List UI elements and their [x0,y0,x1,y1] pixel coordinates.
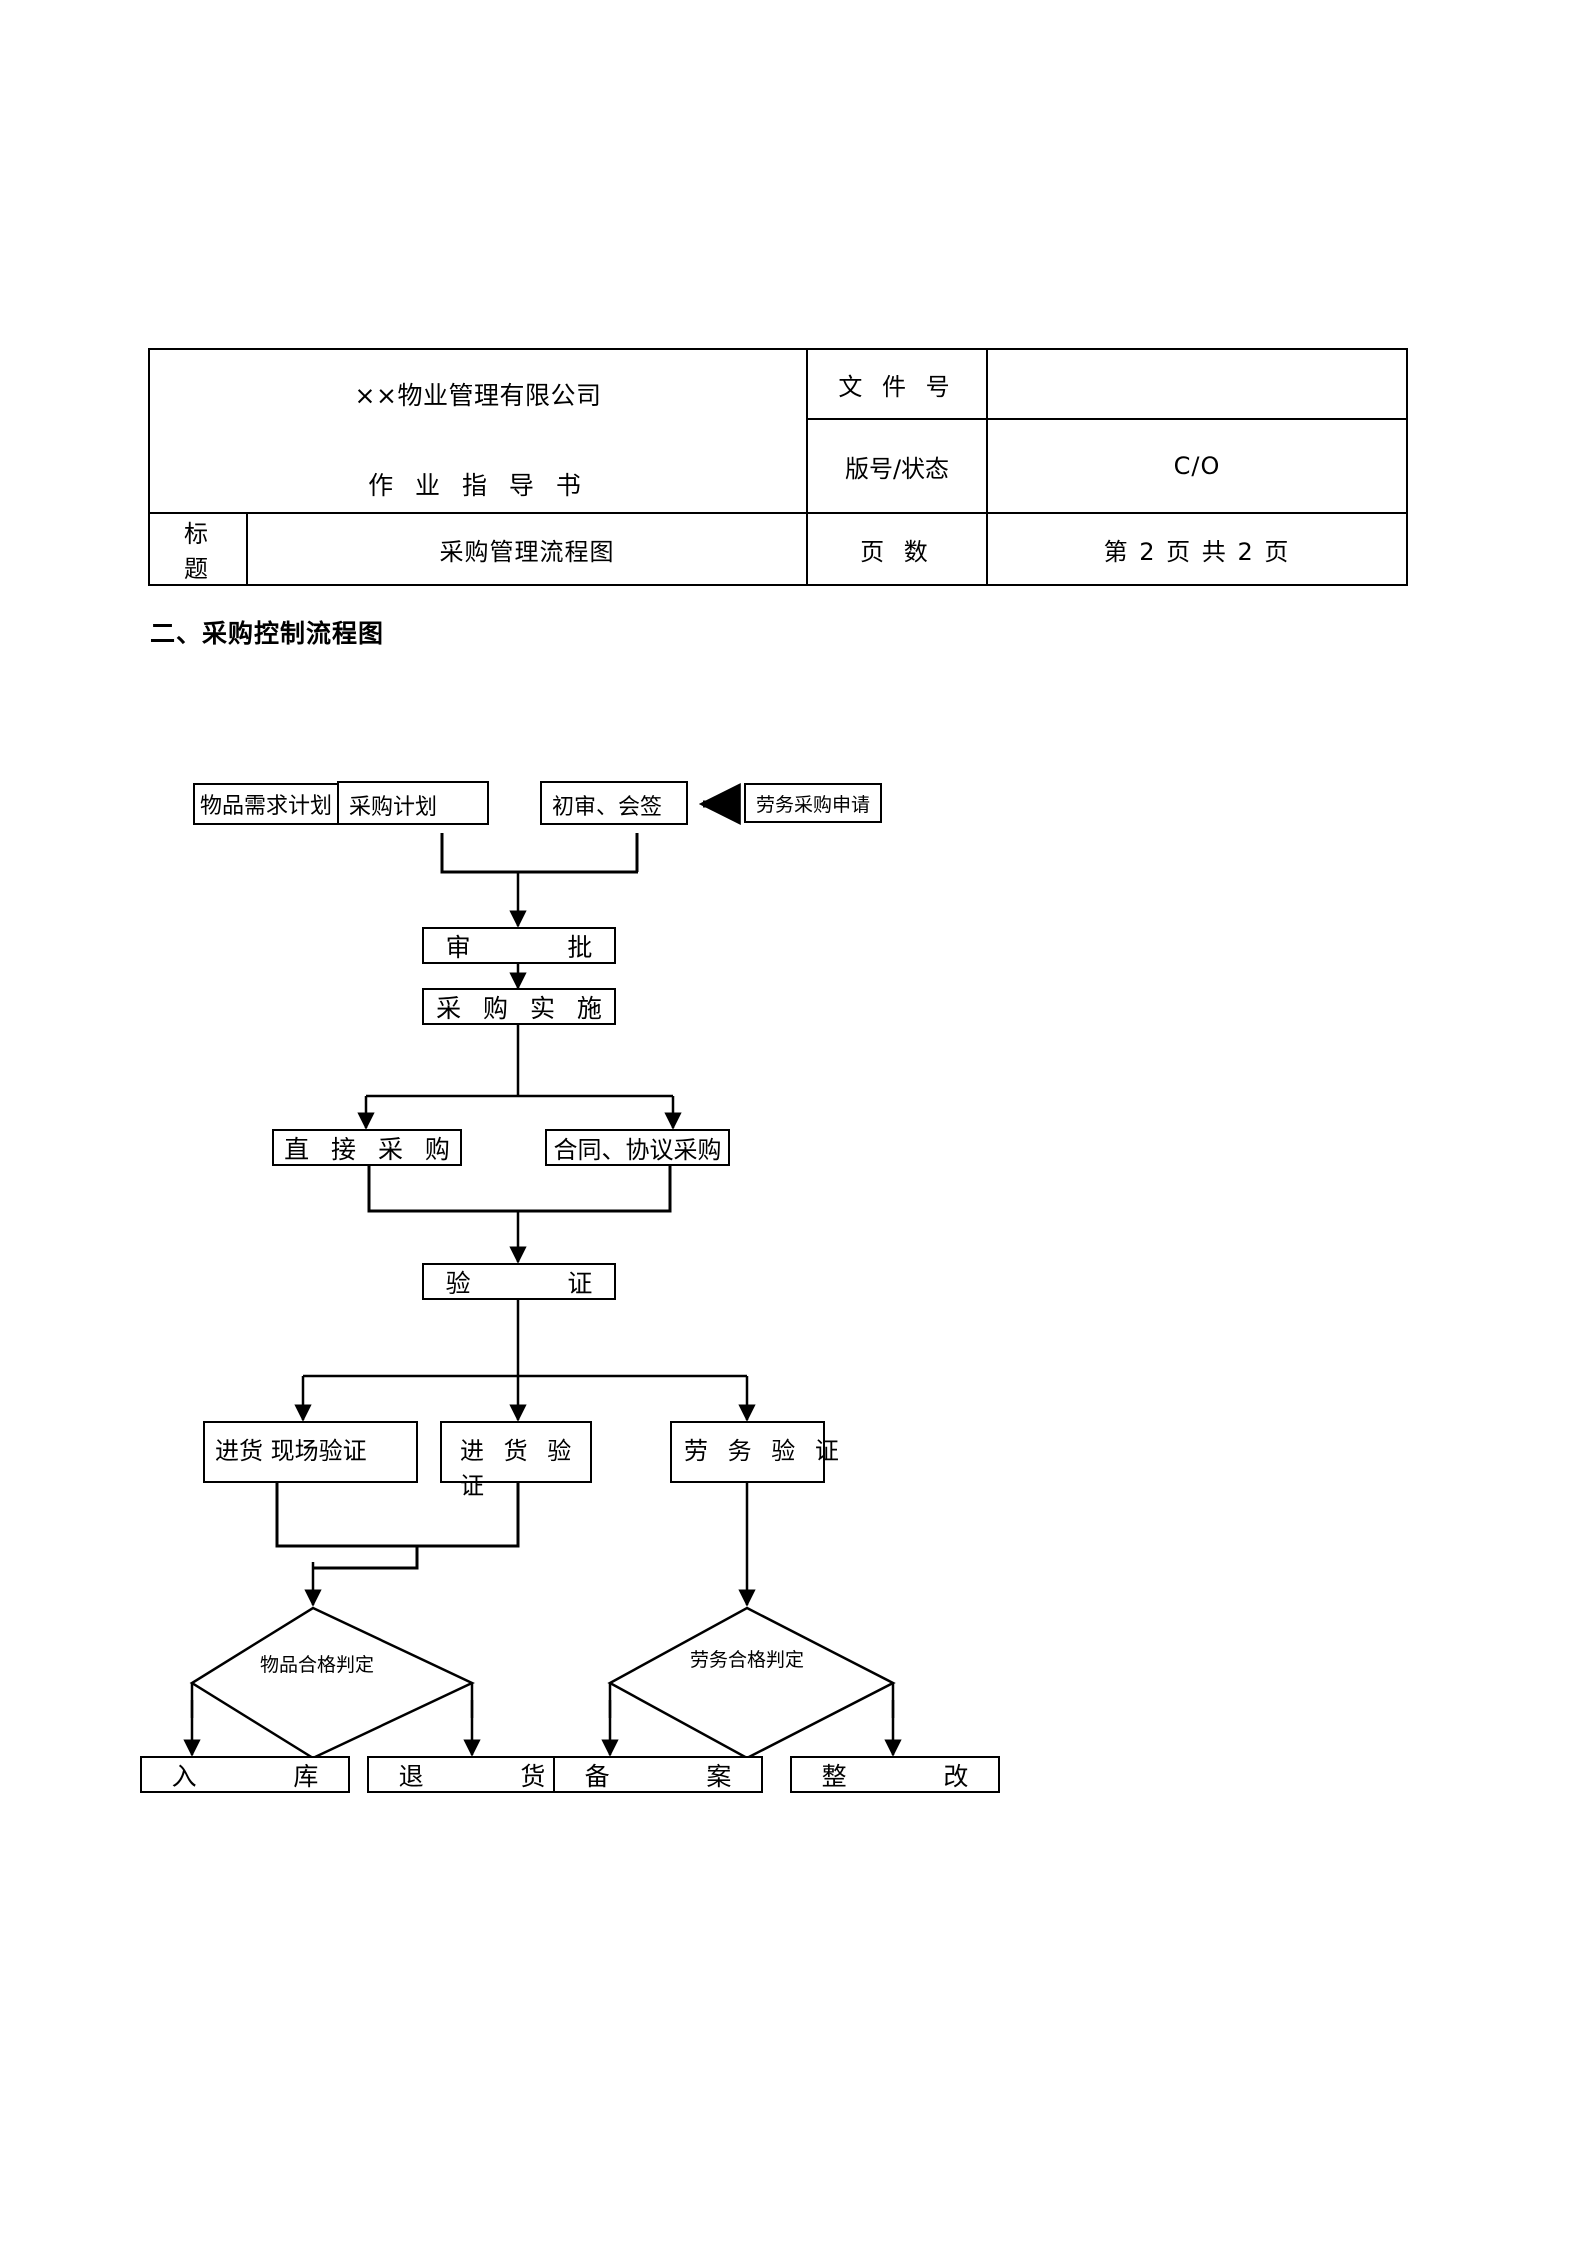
node-direct-purchase: 直 接 采 购 [272,1129,462,1166]
table-row: 标 题 采购管理流程图 页 数 第 2 页 共 2 页 [148,512,1408,586]
node-verification: 验 证 [422,1263,616,1300]
edge-purchase-plan-to-approval [440,833,638,874]
node-approval: 审 批 [422,927,616,964]
label-pages: 页 数 [806,512,988,586]
node-purchase-plan: 采购计划 [337,781,489,825]
node-preliminary-review-countersign: 初审、会签 [540,781,688,825]
node-rectification: 整 改 [790,1756,1000,1793]
value-pages: 第 2 页 共 2 页 [986,512,1408,586]
edge-goods-merge-offset [313,1546,419,1570]
document-header-table: ××物业管理有限公司 作 业 指 导 书 文 件 号 版号/状态 C/O 标 题… [148,348,1408,586]
node-onsite-incoming-verification: 进货 现场验证 [203,1421,418,1483]
edge-purchase-types-merge [367,1165,672,1213]
value-file-no [986,348,1408,420]
table-row: 版号/状态 C/O [149,418,1408,514]
label-title: 标 题 [148,512,248,586]
node-return-goods: 退 货 [367,1756,577,1793]
node-incoming-verification: 进 货 验 证 [440,1421,592,1500]
value-version-status: C/O [986,418,1408,514]
decision-goods-qualified-label: 物品合格判定 [260,1654,375,1676]
company-and-doctype-cell: ××物业管理有限公司 作 业 指 导 书 [148,348,808,514]
node-purchase-execution: 采 购 实 施 [422,988,616,1025]
company-name: ××物业管理有限公司 [354,381,602,410]
decision-labor-qualified-label: 劳务合格判定 [690,1649,805,1671]
doc-type: 作 业 指 导 书 [368,471,588,500]
value-title: 采购管理流程图 [246,512,808,586]
label-file-no: 文 件 号 [806,348,988,420]
node-labor-verification: 劳 务 验 证 [670,1421,839,1483]
node-labor-purchase-request: 劳务采购申请 [744,783,882,823]
decision-goods-qualified [189,1606,475,1760]
table-row: ××物业管理有限公司 作 业 指 导 书 文 件 号 [148,348,1408,514]
label-version-status: 版号/状态 [806,418,988,514]
section-heading: 二、采购控制流程图 [150,619,385,648]
edge-goods-verification-merge [275,1483,520,1548]
node-record-filing: 备 案 [553,1756,763,1793]
node-contract-agreement-purchase: 合同、协议采购 [545,1129,730,1166]
decision-labor-qualified [607,1606,896,1760]
node-material-need-plan: 物品需求计划 [193,783,339,825]
node-in-stock: 入 库 [140,1756,350,1793]
